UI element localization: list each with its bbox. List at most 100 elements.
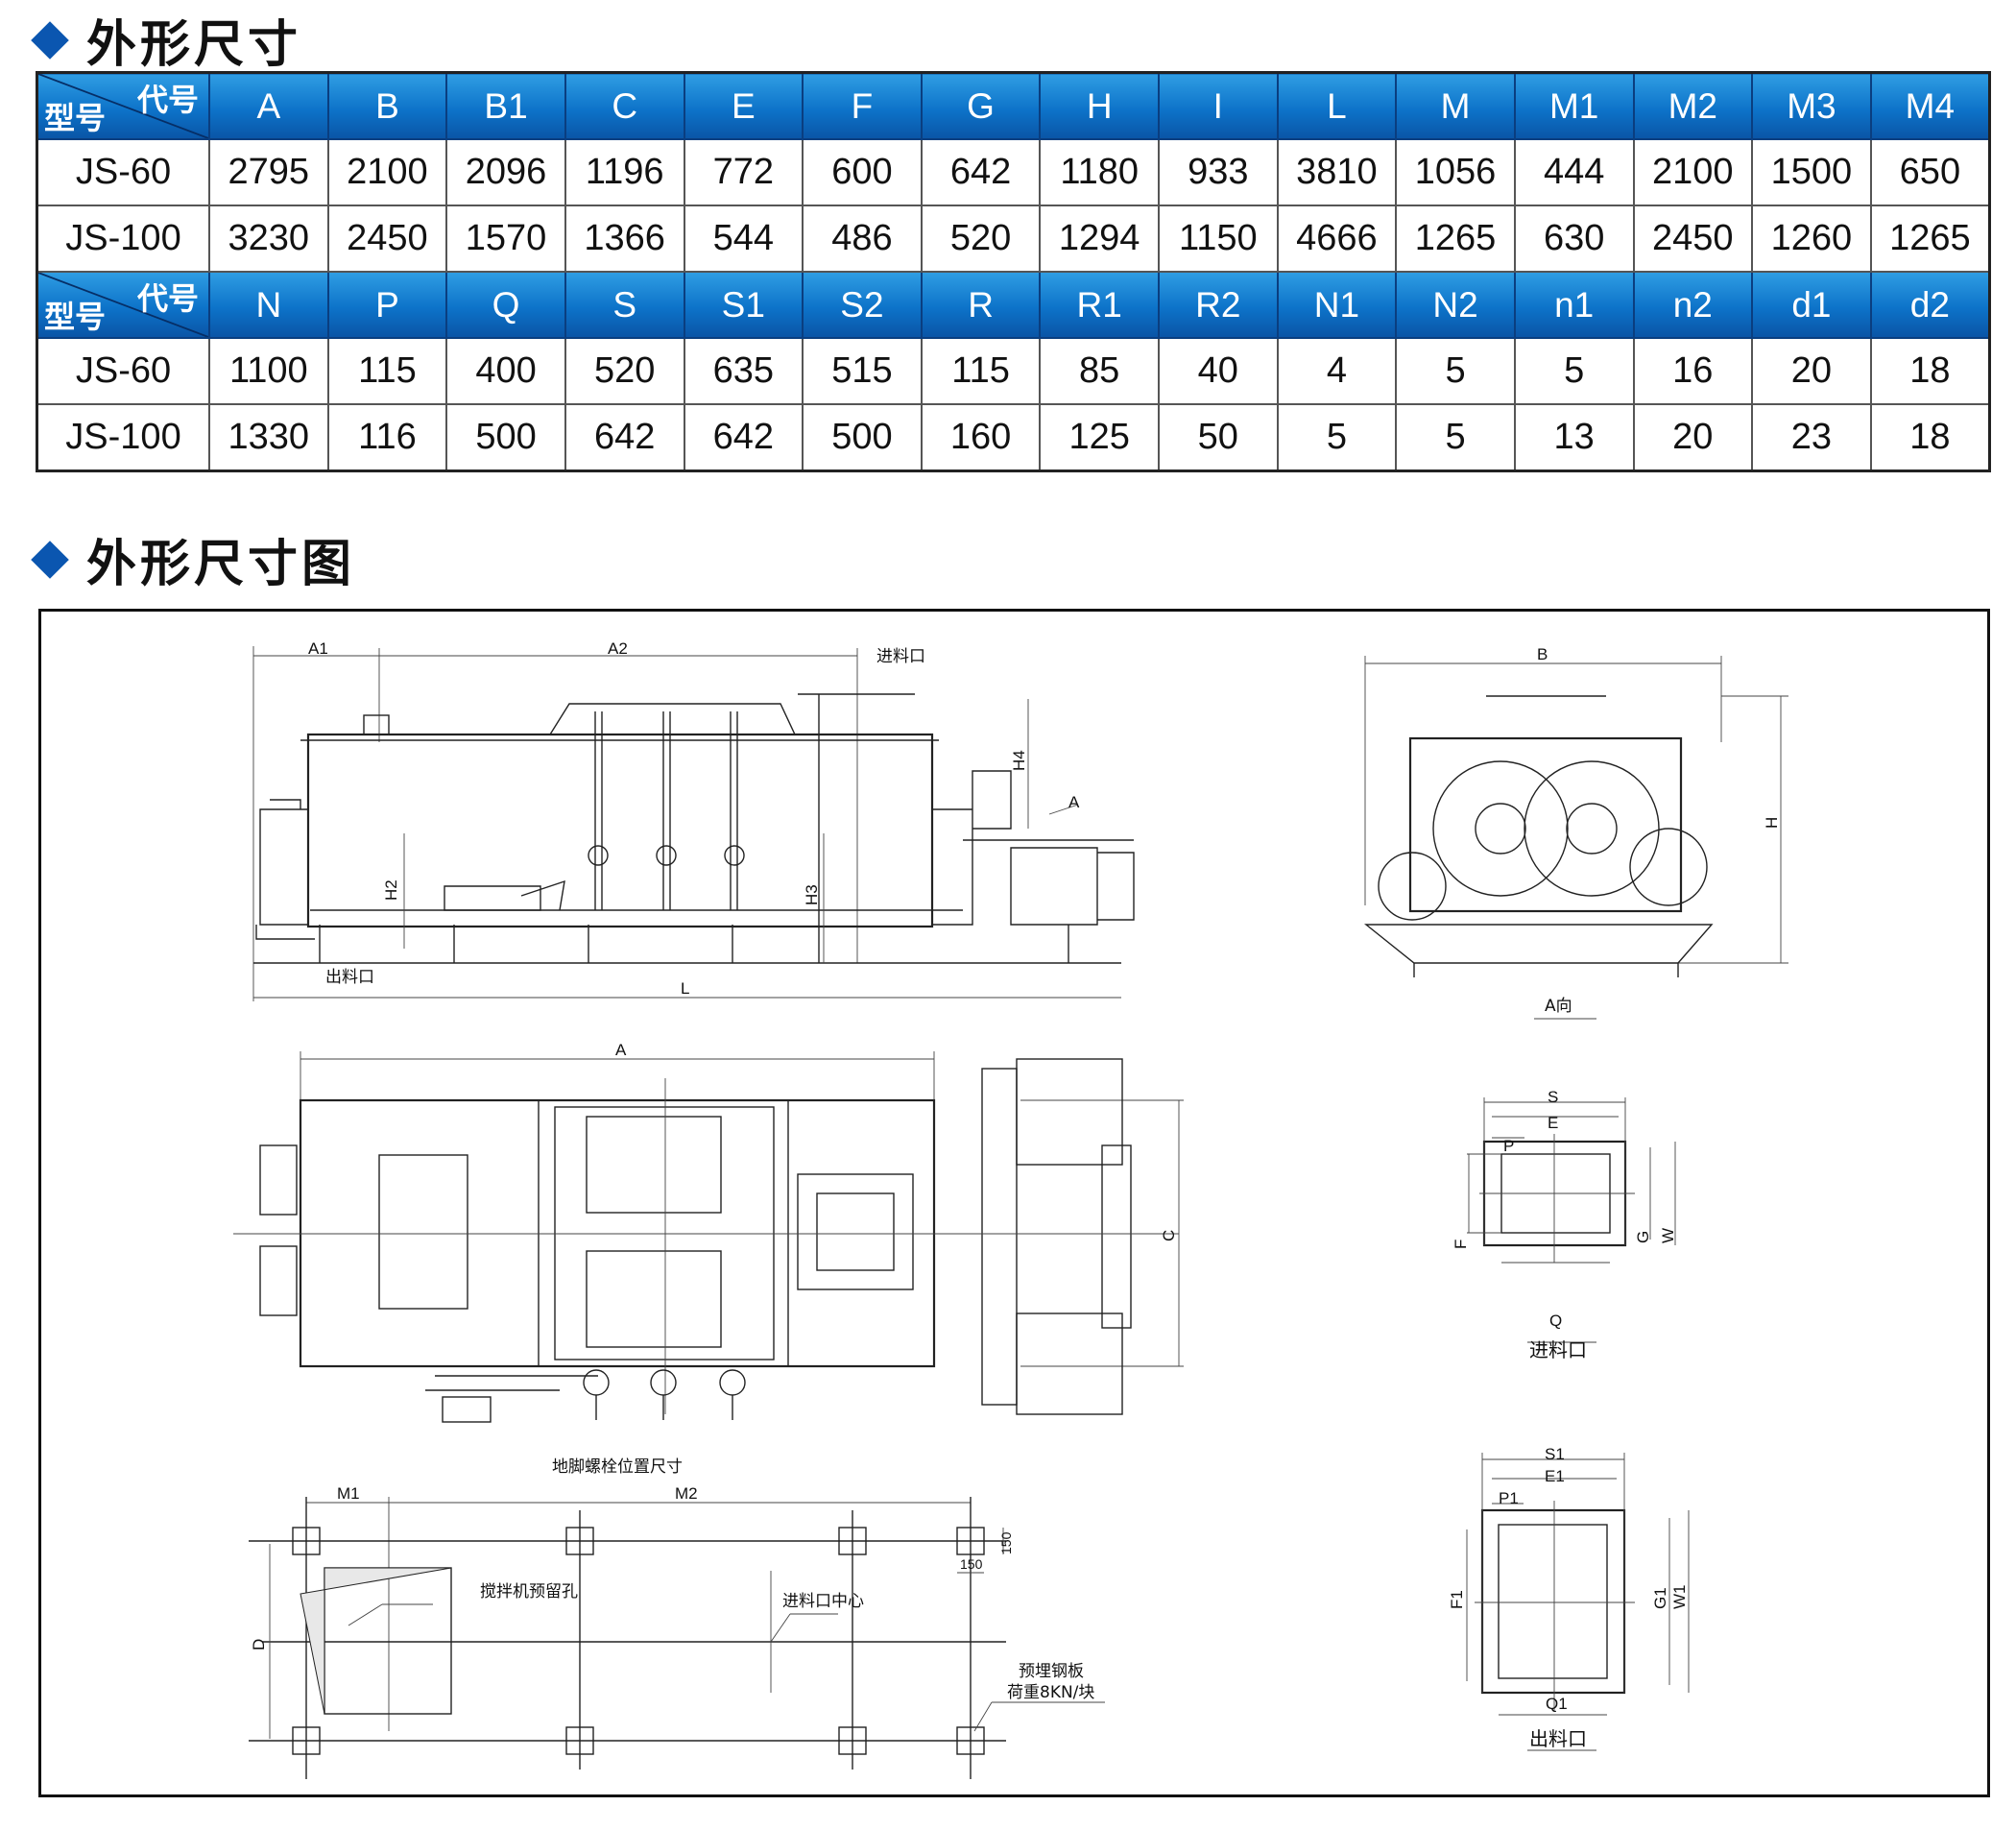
dim-label-W: W <box>1659 1228 1677 1243</box>
dim-label-H: H <box>1763 817 1781 829</box>
corner-label-code: 代号 <box>136 82 199 118</box>
value-cell: 2795 <box>208 138 329 206</box>
dim-label-150-horizontal: 150 <box>960 1556 983 1572</box>
value-cell: 18 <box>1869 337 1991 405</box>
header-corner-cell: 代号型号 <box>36 271 210 339</box>
dim-label-G: G <box>1634 1231 1652 1243</box>
column-header: N <box>208 271 329 339</box>
value-cell: 1056 <box>1395 138 1516 206</box>
column-header: R2 <box>1158 271 1279 339</box>
value-cell: 115 <box>920 337 1042 405</box>
column-header: M <box>1395 71 1516 140</box>
value-cell: 115 <box>326 337 448 405</box>
column-header: d2 <box>1869 271 1991 339</box>
section-title: 外形尺寸图 <box>86 536 356 593</box>
value-cell: 1150 <box>1158 205 1279 273</box>
corner-label-code: 代号 <box>136 280 199 317</box>
column-header: B1 <box>445 71 566 140</box>
value-cell: 2100 <box>1632 138 1754 206</box>
column-header: Q <box>445 271 566 339</box>
value-cell: 5 <box>1276 403 1398 472</box>
value-cell: 18 <box>1869 403 1991 472</box>
dim-label-H2: H2 <box>382 879 400 901</box>
value-cell: 23 <box>1751 403 1872 472</box>
dim-label-150-vertical: 150 <box>998 1531 1014 1554</box>
column-header: L <box>1276 71 1398 140</box>
value-cell: 20 <box>1751 337 1872 405</box>
column-header: P <box>326 271 448 339</box>
column-header: F <box>802 71 923 140</box>
value-cell: 544 <box>683 205 804 273</box>
value-cell: 5 <box>1395 403 1516 472</box>
corner-label-model: 型号 <box>44 100 107 136</box>
dim-label-G1: G1 <box>1651 1587 1669 1609</box>
dim-label-M1: M1 <box>337 1484 360 1503</box>
diamond-bullet-icon <box>31 540 69 579</box>
dim-label-Q: Q <box>1549 1312 1562 1330</box>
column-header: S2 <box>802 271 923 339</box>
label-embedded-plate: 预埋钢板 <box>1019 1662 1084 1681</box>
value-cell: 400 <box>445 337 566 405</box>
foundation-title: 地脚螺栓位置尺寸 <box>552 1457 683 1477</box>
column-header: n2 <box>1632 271 1754 339</box>
value-cell: 50 <box>1158 403 1279 472</box>
view-arrow-label-A: A <box>1068 793 1080 811</box>
outlet-caption: 出料口 <box>1529 1727 1587 1750</box>
value-cell: 486 <box>802 205 923 273</box>
column-header: C <box>564 71 685 140</box>
value-cell: 125 <box>1039 403 1160 472</box>
value-cell: 630 <box>1513 205 1635 273</box>
model-cell: JS-60 <box>36 138 210 206</box>
value-cell: 500 <box>445 403 566 472</box>
dim-label-Q1: Q1 <box>1546 1695 1568 1713</box>
value-cell: 2450 <box>1632 205 1754 273</box>
value-cell: 85 <box>1039 337 1160 405</box>
dim-label-D: D <box>250 1639 268 1650</box>
value-cell: 650 <box>1869 138 1991 206</box>
value-cell: 4666 <box>1276 205 1398 273</box>
diamond-bullet-icon <box>31 20 69 60</box>
diagonal-divider <box>38 74 208 138</box>
value-cell: 1265 <box>1395 205 1516 273</box>
value-cell: 1196 <box>564 138 685 206</box>
value-cell: 2450 <box>326 205 448 273</box>
view-caption-A: A向 <box>1545 997 1572 1016</box>
column-header: n1 <box>1513 271 1635 339</box>
dim-label-A: A <box>615 1041 627 1059</box>
dim-label-E1: E1 <box>1545 1467 1565 1485</box>
column-header: M4 <box>1869 71 1991 140</box>
label-outlet: 出料口 <box>325 968 374 987</box>
foundation-bolt-layout: 地脚螺栓位置尺寸 M1 M2 150 150 搅拌机预留孔 进料口中心 D 预埋… <box>249 1457 1105 1779</box>
label-inlet-center: 进料口中心 <box>782 1592 864 1611</box>
dim-label-P1: P1 <box>1499 1489 1519 1507</box>
value-cell: 1265 <box>1869 205 1991 273</box>
end-view-A: B H A向 <box>1364 645 1788 1020</box>
value-cell: 600 <box>802 138 923 206</box>
value-cell: 520 <box>920 205 1042 273</box>
value-cell: 1330 <box>208 403 329 472</box>
value-cell: 2100 <box>326 138 448 206</box>
dim-label-F: F <box>1452 1240 1470 1249</box>
value-cell: 642 <box>683 403 804 472</box>
column-header: N2 <box>1395 271 1516 339</box>
dim-label-F1: F1 <box>1448 1590 1466 1609</box>
value-cell: 933 <box>1158 138 1279 206</box>
value-cell: 1180 <box>1039 138 1160 206</box>
side-elevation-view: A1 A2 进料口 H4 A H2 H3 出料口 L <box>252 639 1135 1001</box>
model-cell: JS-100 <box>36 205 210 273</box>
value-cell: 3230 <box>208 205 329 273</box>
label-load-rating: 荷重8KN/块 <box>1007 1683 1094 1702</box>
plan-view: A C <box>233 1041 1184 1423</box>
label-mixer-reserved-hole: 搅拌机预留孔 <box>480 1582 578 1601</box>
header-corner-cell: 代号型号 <box>36 71 210 140</box>
value-cell: 5 <box>1395 337 1516 405</box>
column-header: S <box>564 271 685 339</box>
value-cell: 515 <box>802 337 923 405</box>
value-cell: 1100 <box>208 337 329 405</box>
dim-label-P: P <box>1503 1137 1514 1155</box>
value-cell: 1500 <box>1751 138 1872 206</box>
